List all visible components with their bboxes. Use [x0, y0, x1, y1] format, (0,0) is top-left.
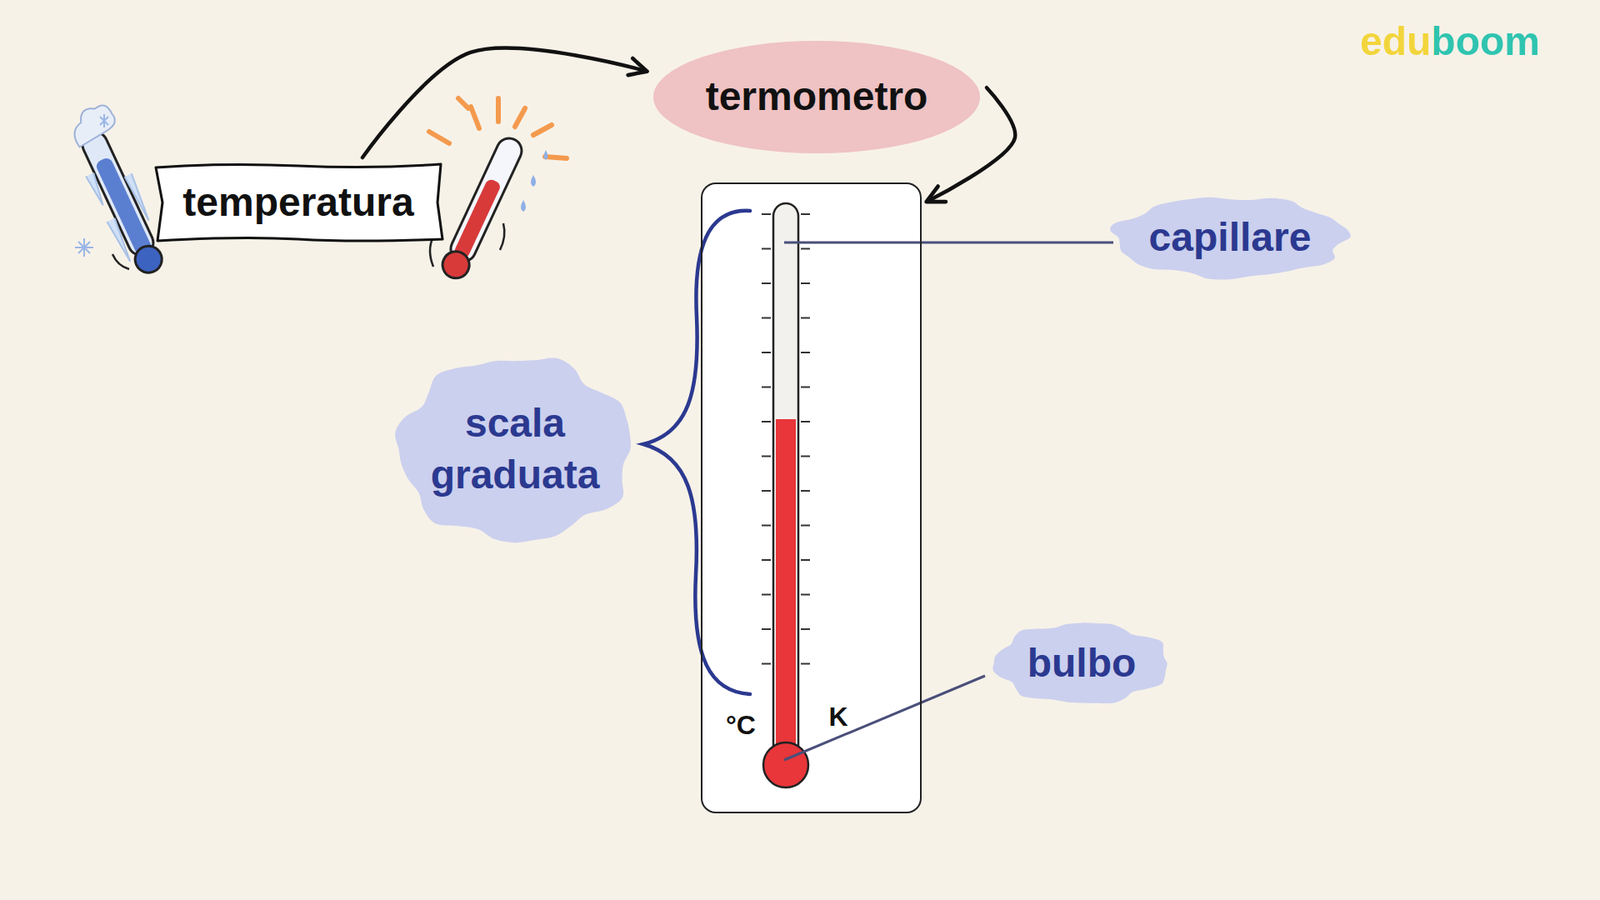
liquid-column [775, 419, 796, 757]
tick-mark [800, 420, 810, 423]
scale-bracket [643, 210, 750, 695]
hot-thermometer [438, 134, 527, 283]
thermometer-frame: °C K [700, 182, 922, 814]
watermark: eduboom [1360, 18, 1540, 65]
bulb-symbol [763, 742, 809, 788]
concept-ellipse: termometro [653, 40, 980, 154]
tick-mark [800, 455, 810, 458]
capillary-tube [773, 203, 799, 762]
banner-outline [155, 164, 443, 241]
blob-outline [394, 353, 636, 545]
tick-mark [800, 248, 810, 250]
node-text: °C [725, 708, 756, 744]
flow-arrow [362, 48, 645, 158]
tick-mark [761, 351, 771, 354]
tick-mark [761, 525, 771, 527]
part-label-cloud: bulbo [990, 618, 1174, 709]
ellipse-fill [653, 40, 980, 154]
tick-mark [761, 628, 771, 630]
tick-mark [761, 386, 771, 389]
tick-mark [761, 663, 771, 665]
node-text: scala graduata [430, 397, 600, 502]
sweat-drops [520, 150, 549, 212]
node-text: bulbo [1027, 637, 1137, 690]
tick-mark [800, 594, 810, 596]
tick-mark [761, 248, 771, 250]
tick-mark [761, 559, 771, 561]
cloud-fill [1110, 197, 1351, 280]
leader-line [784, 241, 1114, 245]
tick-mark [800, 213, 810, 215]
tick-mark [761, 455, 771, 458]
tick-mark [800, 351, 810, 354]
cloud-fill [992, 622, 1167, 704]
cloud-fill [395, 358, 631, 544]
tick-mark [761, 213, 771, 215]
tick-mark [800, 663, 810, 665]
part-label-cloud: scala graduata [394, 353, 636, 545]
tick-mark [800, 525, 810, 527]
leader-line [784, 675, 985, 760]
node-text: capillare [1149, 211, 1312, 264]
part-label-cloud: capillare [1109, 192, 1351, 283]
tick-mark [800, 386, 810, 389]
tick-mark [761, 490, 771, 492]
concept-banner: temperatura [152, 160, 445, 245]
tick-mark [800, 282, 810, 285]
thermometer-panel [700, 182, 922, 814]
tick-mark [800, 490, 810, 492]
tick-mark [800, 317, 810, 320]
tick-mark [800, 559, 810, 561]
node-text: K [828, 700, 848, 735]
tick-mark [761, 317, 771, 320]
shiver-mark [112, 254, 130, 270]
tick-mark [761, 420, 771, 423]
node-text: temperatura [182, 176, 414, 229]
heat-rays [429, 98, 567, 159]
tick-mark [800, 628, 810, 630]
snowflake [75, 114, 109, 257]
node-text: termometro [705, 70, 929, 123]
tick-mark [761, 594, 771, 596]
tick-mark [761, 282, 771, 285]
